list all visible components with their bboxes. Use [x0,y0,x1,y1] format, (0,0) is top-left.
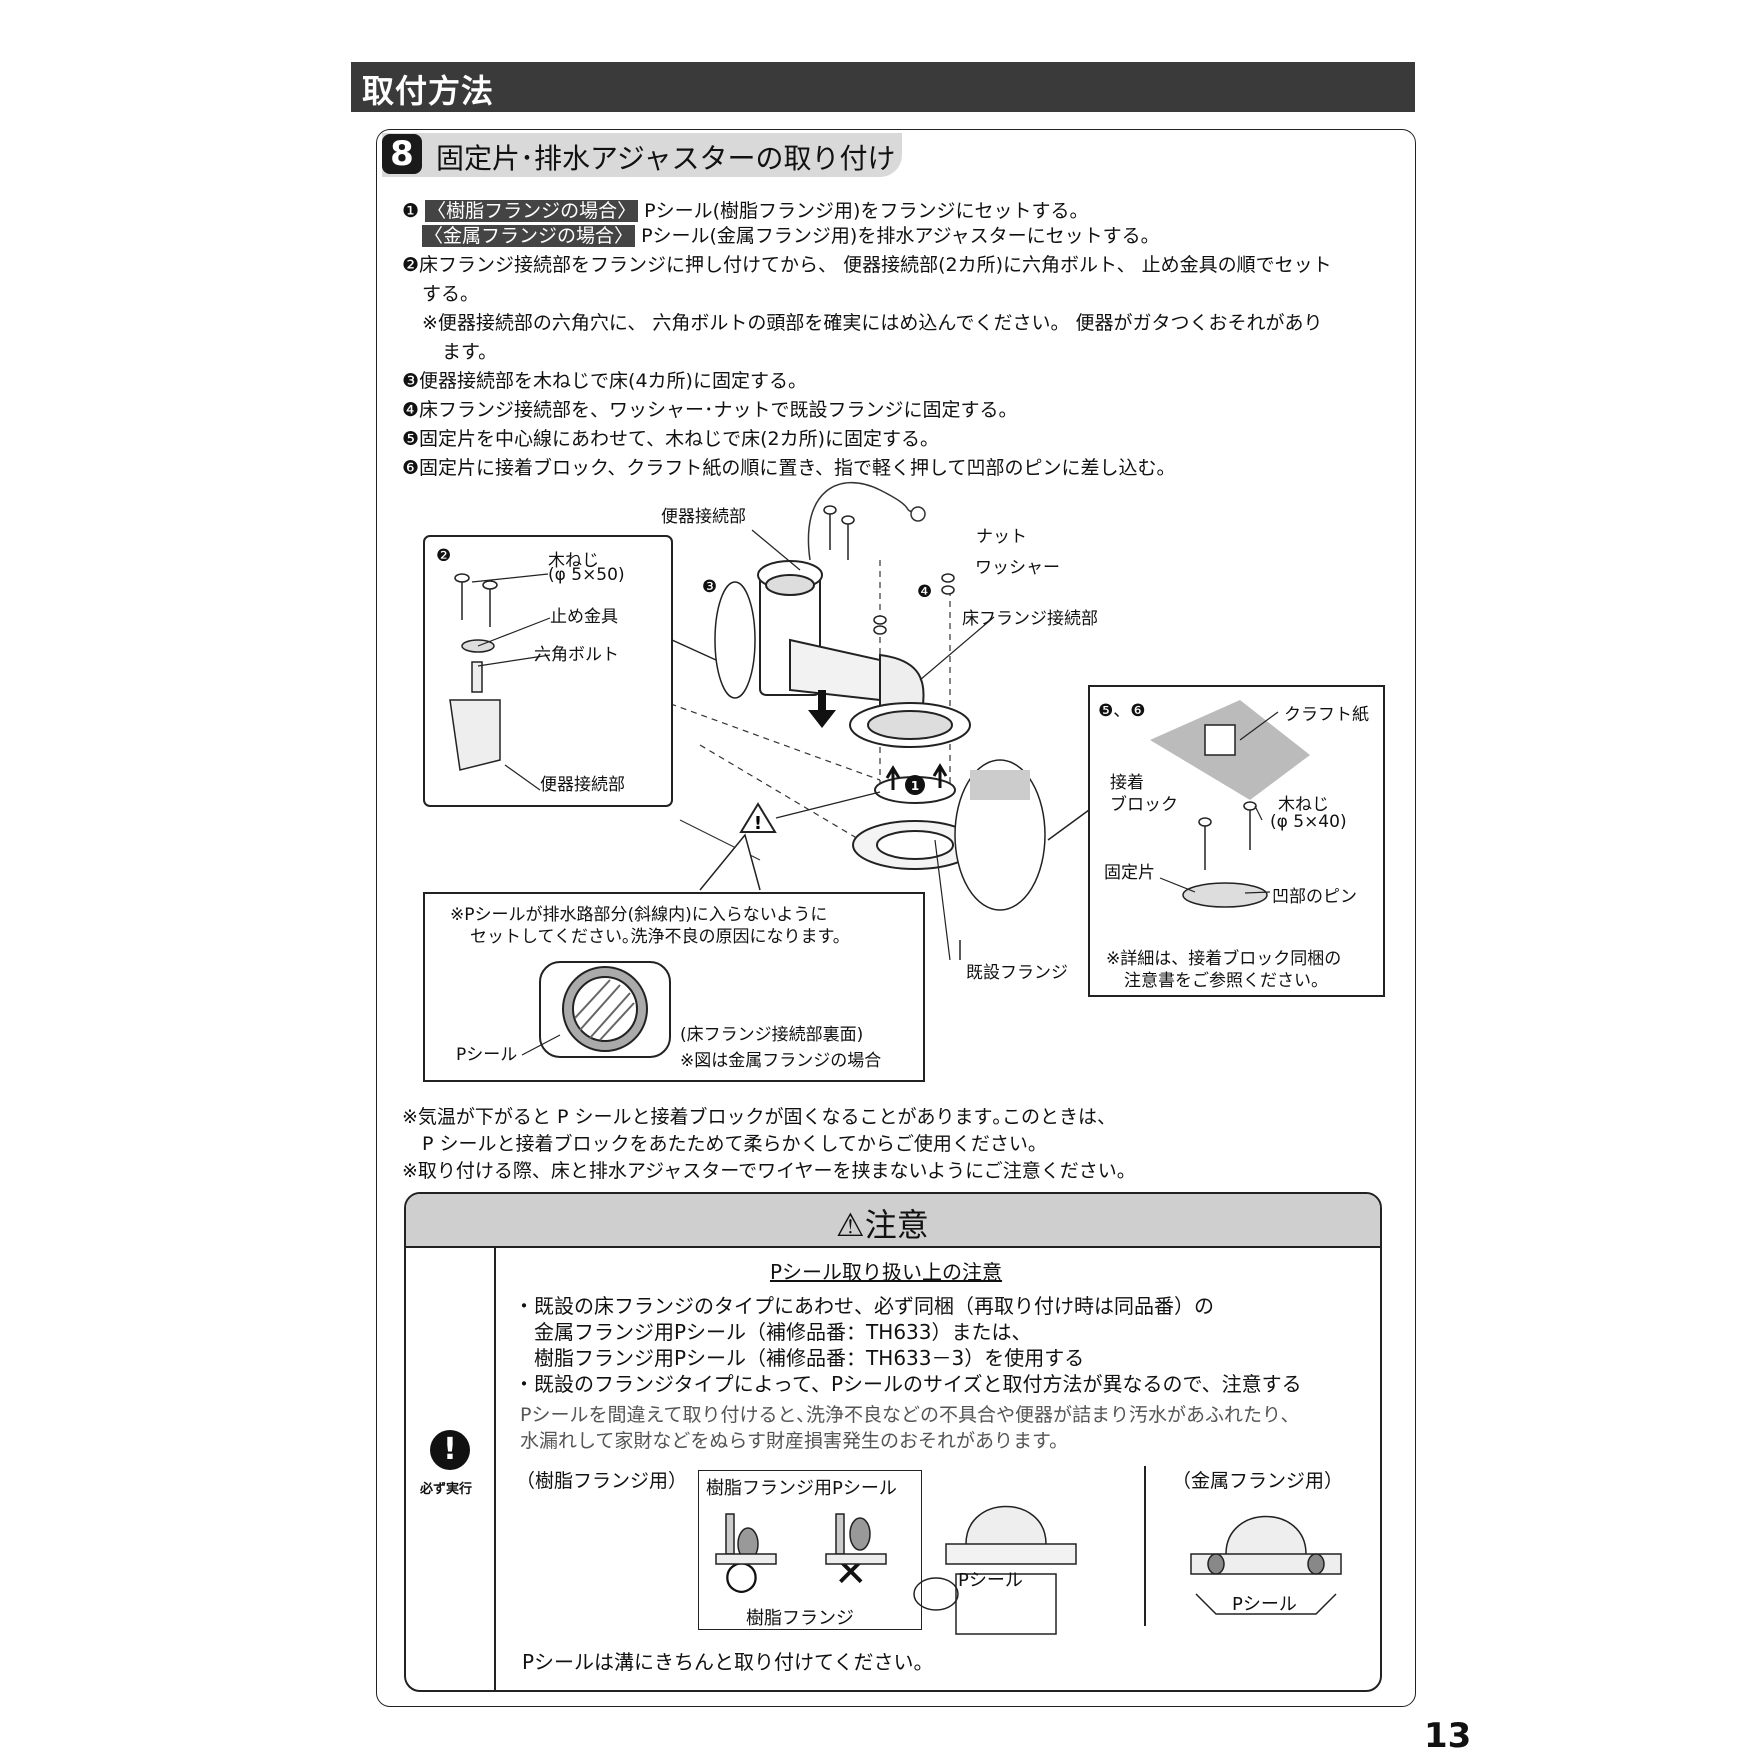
content-frame [376,129,1416,1707]
resin-flange-label: （樹脂フランジ用） [516,1470,688,1492]
label-toki-connection: 便器接続部 [661,507,746,527]
inset56-kraft-paper: クラフト紙 [1284,705,1369,725]
metal-flange-drawing [1190,1515,1342,1615]
inset56-screw: 木ねじ [1278,795,1329,815]
resin-seal-label: 樹脂フランジ用Pシール [706,1478,897,1499]
step-circle-5: ❺ [402,428,420,450]
instruction-4: ❹床フランジ接続部を、ワッシャー･ナットで既設フランジに固定する。 [402,399,1018,421]
resin-flange-caption: 樹脂フランジ [746,1608,854,1629]
instruction-3: ❸便器接続部を木ねじで床(4カ所)に固定する。 [402,370,807,392]
inset56-note-2: 注意書をご参照ください。 [1124,971,1328,991]
figure-divider [1144,1466,1146,1626]
instruction-2: ❷床フランジ接続部をフランジに押し付けてから、 便器接続部(2カ所)に六角ボルト… [402,254,1332,276]
inset2-stopper: 止め金具 [550,607,618,627]
pseal-cross-section-drawings [715,1505,1077,1635]
note-2a: ※便器接続部の六角穴に、 六角ボルトの頭部を確実にはめ込んでください。 便器がガ… [422,312,1323,334]
label-floor-flange-connection: 床フランジ接続部 [962,609,1098,629]
inset56-number: ❺、❻ [1098,701,1146,721]
resin-figure-box [698,1470,922,1630]
inset56-screw-size: (φ 5×40) [1270,812,1347,832]
warn-side-1: (床フランジ接続部裏面) [680,1025,864,1045]
inset2-screw: 木ねじ [548,551,599,571]
label-nut: ナット [976,527,1027,547]
inset2-number: ❷ [436,546,452,566]
svg-text:!: ! [754,813,762,834]
inset2-toki-connection: 便器接続部 [540,775,625,795]
caution-gray-1: Pシールを間違えて取り付けると､洗浄不良などの不具合や便器が詰まり汚水があふれた… [520,1404,1291,1426]
inset2-screw-size: (φ 5×50) [548,565,625,585]
resin-tag: 〈樹脂フランジの場合〉 [425,200,639,222]
step-circle-1: ❶ [402,200,420,222]
instruction-2b: する。 [422,283,480,305]
instruction-5: ❺固定片を中心線にあわせて、木ねじで床(2カ所)に固定する。 [402,428,940,450]
inset2-hex-bolt: 六角ボルト [534,645,619,665]
step-number: 8 [382,134,422,174]
note-temperature-2: P シールと接着ブロックをあたためて柔らかくしてからご使用ください。 [422,1133,1047,1155]
caution-title: ⚠注意 [836,1206,929,1244]
instruction-6: ❻固定片に接着ブロック、クラフト紙の順に置き、指で軽く押して凹部のピンに差し込む… [402,457,1176,479]
instruction-1b: 〈金属フランジの場合〉 Pシール(金属フランジ用)を排水アジャスターにセットする… [422,225,1160,247]
step-tab [382,133,902,177]
step-circle-3-diagram: ❸ [702,577,718,597]
svg-text:1: 1 [911,779,919,793]
warn-line-1: ※Pシールが排水路部分(斜線内)に入らないように [450,905,828,925]
caution-bullet-2: ・既設のフランジタイプによって、Pシールのサイズと取付方法が異なるので、注意する [514,1372,1302,1396]
caution-subtitle: Pシール取り扱い上の注意 [770,1260,1003,1284]
metal-tag: 〈金属フランジの場合〉 [422,225,636,247]
note-2b: ます。 [442,341,498,363]
must-do-label: 必ず実行 [420,1482,473,1497]
pseal-label-resin: Pシール [958,1570,1023,1591]
inset56-block-2: ブロック [1110,795,1178,815]
caution-gray-2: 水漏れして家財などをぬらす財産損害発生のおそれがあります。 [520,1430,1069,1452]
caution-header [406,1194,1380,1248]
caution-bullet-1: ・既設の床フランジのタイプにあわせ、必ず同梱（再取り付け時は同品番）の [514,1294,1214,1318]
header-bar [351,62,1415,112]
inset56-fixing-piece: 固定片 [1104,863,1155,883]
label-washer: ワッシャー [975,558,1060,578]
caution-footer: Pシールは溝にきちんと取り付けてください。 [522,1650,934,1674]
pseal-label-metal: Pシール [1232,1594,1297,1615]
note-temperature-1: ※気温が下がると P シールと接着ブロックが固くなることがあります｡このときは、 [402,1106,1116,1128]
step-title: 固定片･排水アジャスターの取り付け [436,142,896,175]
warn-side-2: ※図は金属フランジの場合 [680,1051,882,1071]
inset56-note-1: ※詳細は、接着ブロック同梱の [1106,949,1342,969]
caution-bullet-1c: 樹脂フランジ用Pシール（補修品番：TH633－3）を使用する [534,1346,1085,1370]
warn-line-2: セットしてください｡洗浄不良の原因になります。 [470,927,850,947]
page-number: 13 [1424,1716,1472,1756]
caution-divider [494,1246,496,1690]
page-title: 取付方法 [362,72,495,110]
label-existing-flange: 既設フランジ [966,963,1068,983]
must-do-icon: ! [430,1430,470,1470]
caution-box: ⚠注意 ! 必ず実行 Pシール取り扱い上の注意 ・既設の床フランジのタイプにあわ… [404,1192,1382,1692]
instruction-1: ❶ 〈樹脂フランジの場合〉 Pシール(樹脂フランジ用)をフランジにセットする。 [402,200,1089,222]
inset56-pin: 凹部のピン [1272,887,1357,907]
metal-flange-label: （金属フランジ用） [1172,1470,1344,1492]
inset56-block-1: 接着 [1110,773,1144,793]
step-circle-4-diagram: ❹ [917,582,933,602]
step-circle-4: ❹ [402,399,420,421]
step-circle-6: ❻ [402,457,420,479]
note-wire: ※取り付ける際、床と排水アジャスターでワイヤーを挟まないようにご注意ください。 [402,1160,1136,1182]
step-circle-2: ❷ [402,254,420,276]
warn-pseal-label: Pシール [456,1045,518,1065]
step-circle-3: ❸ [402,370,420,392]
caution-bullet-1b: 金属フランジ用Pシール（補修品番：TH633）または、 [534,1320,1032,1344]
